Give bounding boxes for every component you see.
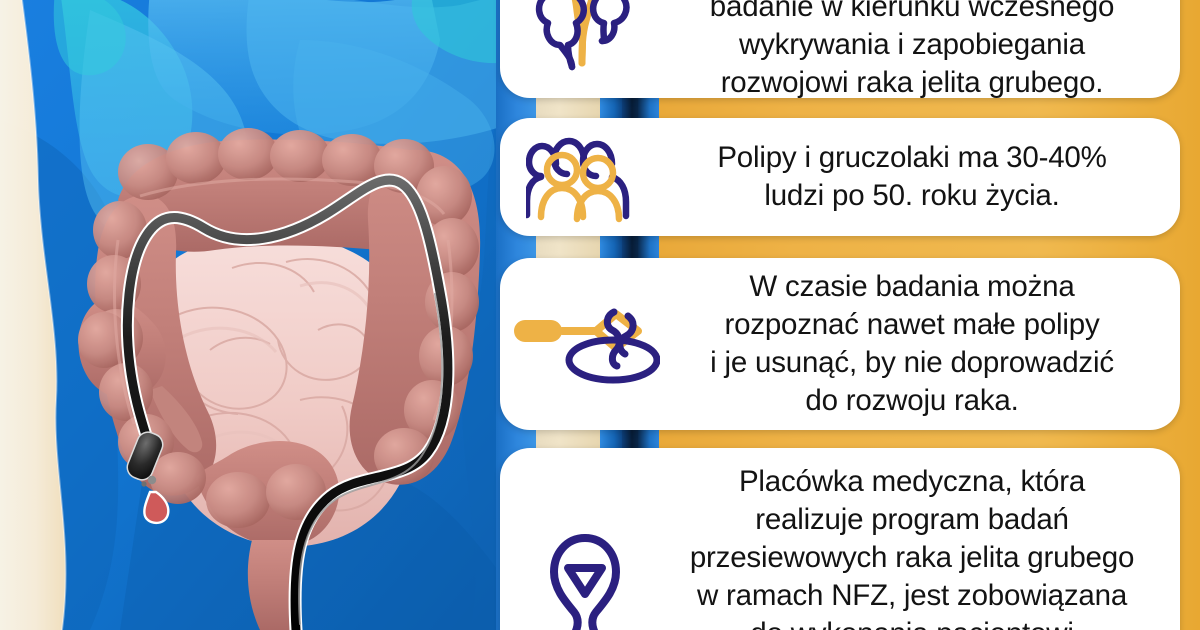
fact-card-list: badanie w kierunku wczesnego wykrywania … [500,0,1200,630]
fact-card-4-text: Placówka medyczna, która realizuje progr… [689,465,1135,630]
colonoscopy-anatomy-illustration [0,0,520,630]
fact-card-2-text: Polipy i gruczolaki ma 30-40% ludzi po 5… [717,141,1107,212]
people-group-icon [500,131,670,223]
fact-card-1-text: badanie w kierunku wczesnego wykrywania … [709,0,1115,99]
awareness-ribbon-icon [500,528,670,630]
fact-card-3: W czasie badania można rozpoznać nawet m… [500,258,1180,430]
appendix [150,386,203,453]
fact-card-3-text: W czasie badania można rozpoznać nawet m… [710,270,1114,417]
fact-card-1: badanie w kierunku wczesnego wykrywania … [500,0,1180,99]
fact-card-4: Placówka medyczna, która realizuje progr… [500,448,1180,630]
fact-card-2: Polipy i gruczolaki ma 30-40% ludzi po 5… [500,118,1180,236]
large-intestine [78,128,481,630]
colonoscope [120,173,455,630]
body-silhouette-edge [0,0,66,630]
polypectomy-snare-icon [500,294,670,394]
polyp [143,490,170,525]
intestine-icon [500,0,670,83]
colonoscope-tip [126,431,170,525]
